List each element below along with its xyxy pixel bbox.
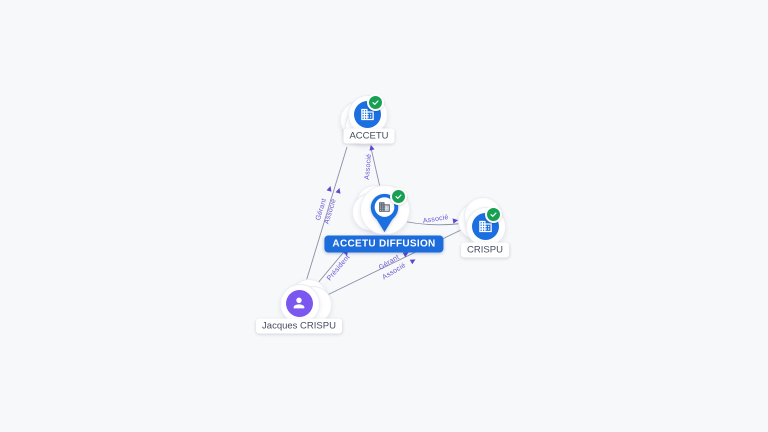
person-icon — [293, 297, 305, 309]
verified-badge — [367, 94, 384, 111]
edge-jacques-crispu-to-accetu — [304, 146, 348, 286]
node-label-jacques-crispu[interactable]: Jacques CRISPU — [256, 318, 342, 334]
verified-badge — [485, 206, 502, 223]
check-icon — [395, 194, 402, 199]
edge-role-label: Associé — [422, 214, 449, 225]
edge-direction-arrow-icon — [326, 186, 332, 192]
check-icon — [372, 100, 379, 105]
person-disc — [285, 289, 313, 317]
building-icon — [478, 220, 492, 232]
edge-direction-arrow-icon — [335, 188, 341, 194]
node-label-crispu[interactable]: CRISPU — [461, 242, 509, 258]
edge-direction-arrow-icon — [409, 259, 416, 265]
check-icon — [490, 212, 497, 217]
edge-direction-arrow-icon — [402, 252, 409, 258]
map-pin-icon — [370, 193, 398, 232]
node-label-accetu[interactable]: ACCETU — [343, 128, 395, 144]
building-icon — [360, 108, 374, 120]
edge-role-label: Associé — [364, 154, 373, 180]
verified-badge — [390, 188, 407, 205]
edge-direction-arrow-icon — [369, 144, 375, 151]
node-label-accetu-diffusion[interactable]: ACCETU DIFFUSION — [324, 235, 444, 253]
edge-direction-arrow-icon — [452, 218, 459, 224]
